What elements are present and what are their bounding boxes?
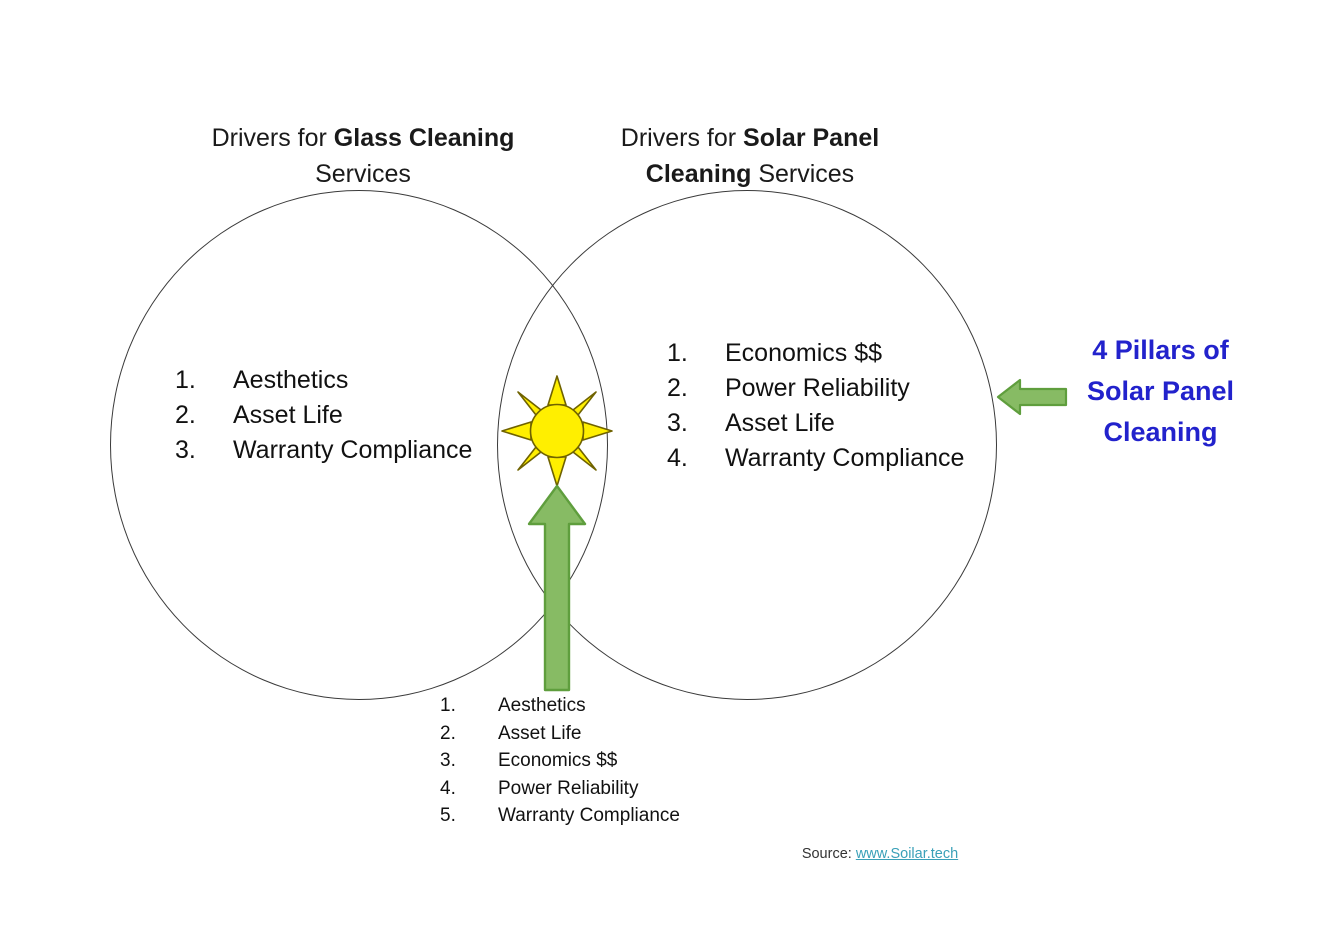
left-arrow-icon bbox=[996, 378, 1068, 416]
callout-line-1: 4 Pillars of bbox=[1092, 335, 1229, 365]
list-item-label: Warranty Compliance bbox=[498, 805, 680, 826]
list-item-number: 3. bbox=[667, 409, 688, 437]
list-item-label: Asset Life bbox=[498, 722, 582, 744]
source-link[interactable]: www.Soilar.tech bbox=[855, 846, 959, 862]
right-title-bold: Solar Panel bbox=[743, 124, 880, 152]
list-item: 2. Asset Life bbox=[440, 720, 840, 748]
right-circle-title: Drivers for Solar Panel Cleaning Service… bbox=[500, 120, 1000, 192]
list-item: 1. Aesthetics bbox=[440, 692, 840, 720]
list-item-number: 4. bbox=[667, 444, 688, 472]
list-item-label: Aesthetics bbox=[498, 695, 586, 716]
list-item: 4. Power Reliability bbox=[440, 775, 840, 803]
list-item-label: Economics $$ bbox=[498, 750, 618, 771]
list-item-label: Asset Life bbox=[725, 409, 835, 437]
pillars-callout: 4 Pillars of Solar Panel Cleaning bbox=[1058, 330, 1263, 453]
right-title-bold2: Cleaning bbox=[645, 160, 752, 188]
list-item: 1. Economics $$ bbox=[667, 336, 967, 371]
list-item-label: Aesthetics bbox=[233, 366, 349, 394]
left-title-plain: Drivers for bbox=[211, 124, 334, 152]
right-circle-title-line1: Drivers for Solar Panel bbox=[500, 120, 1000, 156]
source-line: Source: www.Soilar.tech bbox=[700, 846, 1060, 862]
list-item-number: 3. bbox=[175, 436, 196, 464]
list-item-number: 2. bbox=[175, 401, 196, 429]
right-circle-title-line2: Cleaning Services bbox=[500, 156, 1000, 192]
list-item-number: 1. bbox=[667, 339, 688, 367]
left-circle-title: Drivers for Glass Cleaning Services bbox=[118, 120, 608, 192]
list-item: 3. Warranty Compliance bbox=[175, 433, 485, 468]
list-item: 2. Power Reliability bbox=[667, 371, 967, 406]
list-item: 3. Asset Life bbox=[667, 406, 967, 441]
list-item-label: Asset Life bbox=[233, 401, 343, 429]
list-item-number: 1. bbox=[440, 695, 456, 716]
list-item: 3. Economics $$ bbox=[440, 747, 840, 775]
list-item: 2. Asset Life bbox=[175, 398, 485, 433]
list-item-label: Economics $$ bbox=[725, 339, 883, 367]
callout-line-2: Solar Panel bbox=[1086, 376, 1235, 406]
right-title-plain2: Services bbox=[751, 160, 855, 188]
right-title-plain: Drivers for bbox=[620, 124, 744, 152]
list-item-label: Warranty Compliance bbox=[233, 436, 473, 464]
source-label: Source: bbox=[801, 846, 856, 862]
left-circle-list: 1. Aesthetics 2. Asset Life 3. Warranty … bbox=[175, 363, 485, 468]
sun-icon bbox=[498, 372, 616, 490]
right-circle-list: 1. Economics $$ 2. Power Reliability 3. … bbox=[667, 336, 967, 476]
list-item-label: Power Reliability bbox=[498, 777, 639, 799]
list-item-number: 2. bbox=[440, 722, 456, 744]
list-item: 5. Warranty Compliance bbox=[440, 802, 840, 830]
combined-drivers-list: 1. Aesthetics 2. Asset Life 3. Economics… bbox=[440, 692, 840, 830]
list-item-number: 4. bbox=[440, 777, 456, 799]
left-title-bold: Glass Cleaning bbox=[333, 124, 515, 152]
left-circle-title-line1: Drivers for Glass Cleaning bbox=[118, 120, 608, 156]
venn-circle-right bbox=[497, 190, 997, 700]
up-arrow-icon bbox=[526, 484, 588, 692]
list-item-number: 5. bbox=[440, 805, 456, 826]
list-item-label: Warranty Compliance bbox=[725, 444, 965, 472]
list-item-number: 3. bbox=[440, 750, 456, 771]
left-circle-title-line2: Services bbox=[315, 160, 411, 188]
list-item-number: 2. bbox=[667, 374, 688, 402]
list-item: 4. Warranty Compliance bbox=[667, 441, 967, 476]
list-item-number: 1. bbox=[175, 366, 196, 394]
callout-line-3: Cleaning bbox=[1103, 417, 1218, 447]
list-item-label: Power Reliability bbox=[725, 374, 910, 402]
list-item: 1. Aesthetics bbox=[175, 363, 485, 398]
